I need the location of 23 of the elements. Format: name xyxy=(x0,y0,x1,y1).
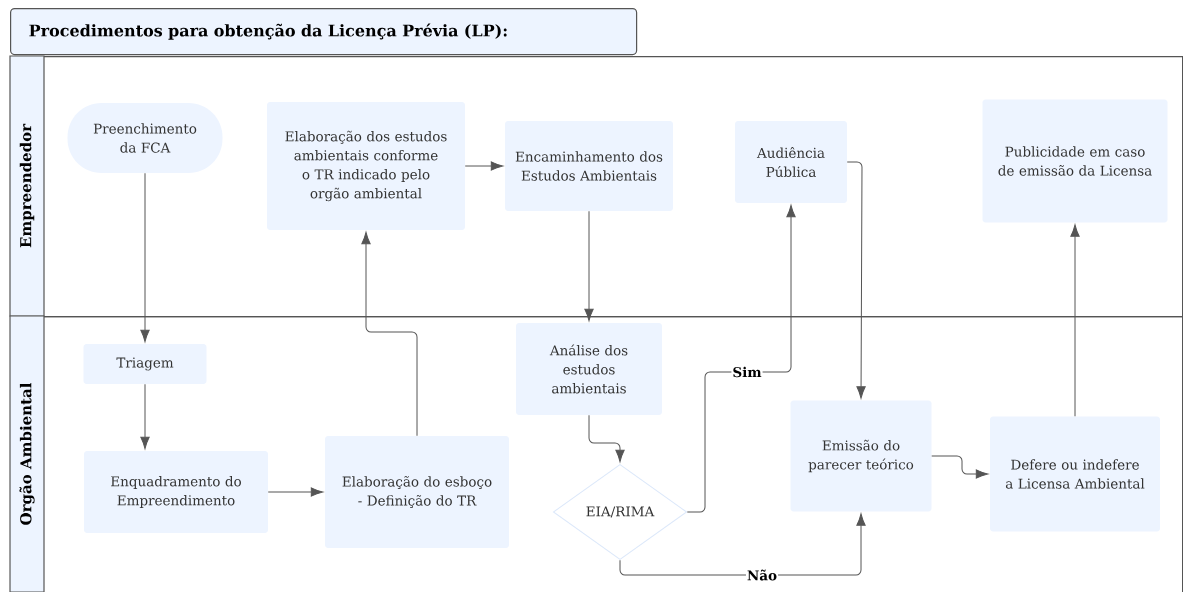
edge-label: Sim xyxy=(731,365,763,379)
process-box: Elaboração dos estudos ambientais conforme o TR indicado pelo orgão ambiental xyxy=(267,102,465,230)
process-box: Publicidade em caso de emissão da Licensa xyxy=(982,99,1168,223)
process-box: Defere ou indefere a Licensa Ambiental xyxy=(990,416,1160,532)
arrow xyxy=(361,231,418,437)
process-box: Elaboração do esboço - Definição do TR xyxy=(325,436,509,548)
arrow xyxy=(1070,224,1080,417)
arrow xyxy=(686,204,796,513)
arrow xyxy=(464,161,504,171)
process-box: Emissão do parecer teórico xyxy=(790,400,932,512)
process-box: Análise dos estudos ambientais xyxy=(516,323,662,415)
process-box: Enquadramento do Empreendimento xyxy=(84,451,268,533)
arrow xyxy=(584,210,594,322)
process-box: Triagem xyxy=(83,344,207,384)
arrow xyxy=(588,414,625,463)
edge-label: Não xyxy=(745,568,779,582)
arrow xyxy=(140,172,150,343)
process-box: Audiência Pública xyxy=(735,121,847,203)
terminal-box: Preenchimento da FCA xyxy=(67,103,223,173)
process-box: Encaminhamento dos Estudos Ambientais xyxy=(505,121,673,211)
arrow xyxy=(140,383,150,450)
arrow xyxy=(267,487,324,497)
arrow xyxy=(931,455,989,479)
